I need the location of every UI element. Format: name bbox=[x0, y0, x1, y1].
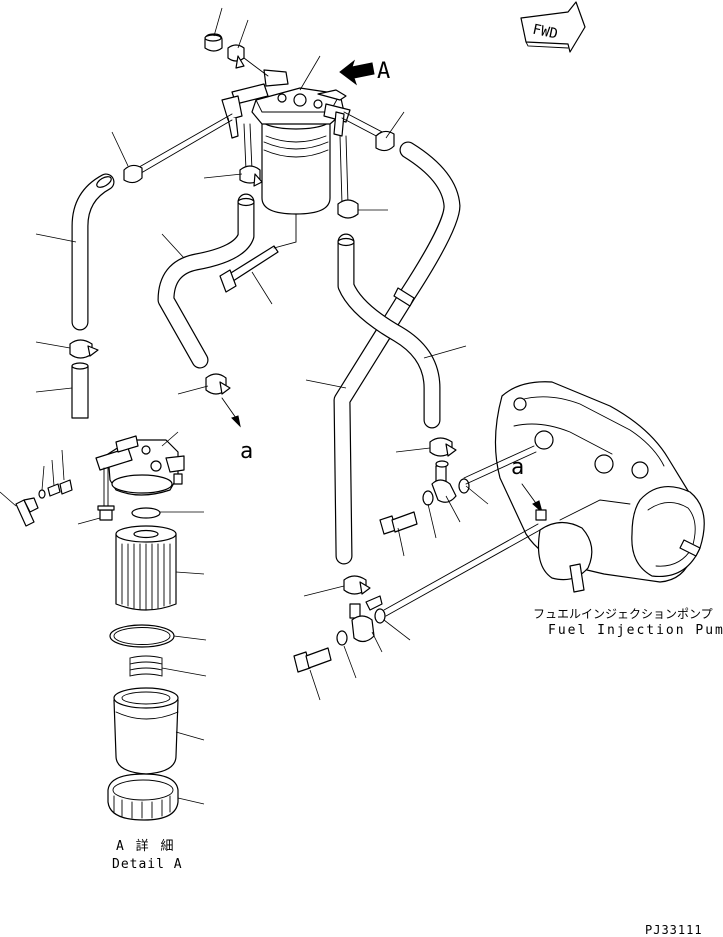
hose-clamp-upper-pump bbox=[429, 437, 457, 457]
washer-upper-b bbox=[458, 478, 470, 494]
hose-clamp-right-top bbox=[375, 130, 395, 152]
fuel-hose-left bbox=[71, 173, 115, 331]
view-arrow-label: A bbox=[377, 59, 390, 84]
fuel-hose-center bbox=[157, 193, 255, 369]
leader-lines bbox=[0, 7, 489, 805]
banjo-bolt-lower bbox=[293, 647, 332, 673]
arrow-to-a bbox=[221, 397, 237, 419]
detail-spring-small bbox=[47, 483, 61, 497]
pump-label-jp: フュエルインジェクションポンプ bbox=[533, 607, 713, 621]
hose-clamp-center bbox=[239, 165, 263, 187]
drawing-code: PJ33111 bbox=[645, 923, 703, 937]
hose-clamp-a bbox=[205, 373, 231, 395]
detail-o-ring-large bbox=[109, 624, 175, 648]
fuel-hose-right-cross bbox=[337, 233, 441, 429]
detail-gasket bbox=[131, 507, 161, 519]
detail-filter-bowl bbox=[113, 687, 179, 775]
plug-cap bbox=[204, 33, 223, 52]
banjo-fitting-lower bbox=[349, 595, 383, 643]
detail-label-en: Detail A bbox=[112, 857, 183, 872]
detail-retaining-ring bbox=[107, 773, 179, 821]
detail-air-bleed-bolt bbox=[97, 505, 115, 521]
pump-inlet-port bbox=[535, 509, 547, 521]
detail-pin-line bbox=[103, 467, 109, 509]
bolt-line bbox=[273, 213, 297, 249]
detail-filter-element bbox=[115, 525, 177, 611]
ref-label-a: a bbox=[240, 439, 253, 464]
hose-clamp-left bbox=[123, 164, 143, 184]
ref-label-a-pump: a bbox=[511, 455, 524, 480]
fuel-filter-assembly bbox=[219, 69, 351, 293]
washer-upper-a bbox=[422, 490, 434, 506]
banjo-fitting-upper bbox=[431, 460, 457, 503]
hose-clamp-top bbox=[227, 44, 245, 69]
washer-lower-a bbox=[336, 630, 348, 646]
hose-clamp-mid-left bbox=[69, 339, 99, 359]
detail-label-jp: A 詳 細 bbox=[116, 838, 175, 854]
view-arrow-a: A bbox=[339, 59, 390, 86]
fuel-line-left bbox=[133, 113, 233, 177]
fuel-line-upper-pump bbox=[463, 445, 537, 485]
detail-filter-head bbox=[95, 435, 185, 496]
fuel-injection-pump bbox=[494, 381, 705, 593]
fuel-line-down-right bbox=[339, 135, 349, 205]
fwd-label: FWD bbox=[531, 22, 559, 43]
short-hose-left bbox=[71, 362, 89, 419]
fuel-line-down-left bbox=[243, 123, 253, 171]
detail-priming-knob bbox=[15, 497, 39, 527]
detail-o-ring-small bbox=[38, 489, 46, 499]
pump-label-en: Fuel Injection Pump bbox=[548, 623, 723, 638]
banjo-bolt-upper bbox=[379, 511, 418, 535]
fwd-direction-arrow: FWD bbox=[520, 1, 586, 53]
fuel-line-lower-pump bbox=[383, 523, 541, 617]
detail-spring bbox=[129, 655, 163, 677]
fuel-hose-right-long bbox=[333, 141, 461, 565]
fuel-line-top bbox=[243, 57, 269, 77]
hose-clamp-lower-pump bbox=[343, 575, 371, 595]
detail-sleeve bbox=[59, 479, 73, 495]
washer-lower-b bbox=[374, 608, 386, 624]
hose-clamp-right bbox=[337, 199, 359, 219]
